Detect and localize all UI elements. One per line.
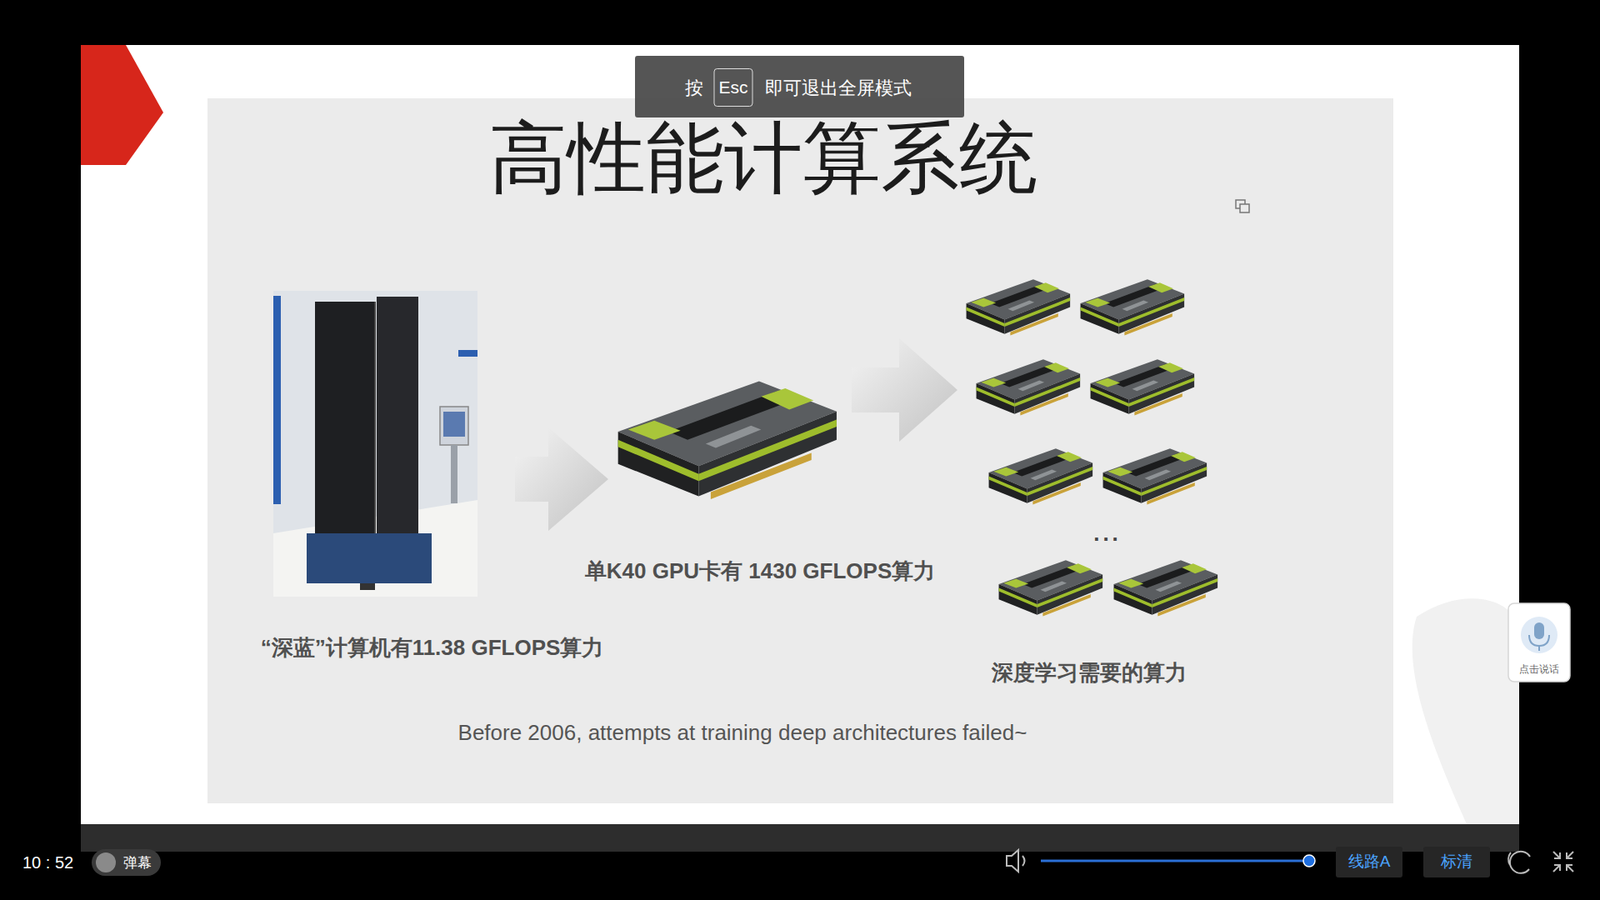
illustration-part [1423,846,1490,878]
illustration-part [1534,622,1545,640]
illustration-part [360,583,375,590]
illustration-part [443,411,465,437]
toast-text: 即可退出全屏模式 [765,75,912,101]
illustration-part [1080,279,1185,335]
illustration-part [635,55,965,118]
slide-title: 高性能计算系统 [489,105,1038,212]
illustration-part [1520,616,1558,654]
block-arrow [851,338,958,442]
illustration-part [306,533,432,584]
illustration-part [1553,851,1574,872]
illustration-part [80,45,164,165]
image-caption: 单K40 GPU卡有 1430 GFLOPS算力 [585,556,935,586]
illustration-part [376,296,419,552]
slide-note: Before 2006, attempts at training deep a… [458,720,1028,746]
illustration-part [450,445,458,504]
ellipsis: ... [1093,520,1122,547]
line-button: 线路A [1348,850,1391,873]
illustration-part [1090,359,1195,415]
illustration-part [1006,850,1019,872]
illustration-part [1508,603,1570,682]
illustration-part [618,381,837,500]
illustration-part [80,824,1520,852]
illustration-part [1538,645,1540,651]
image-caption: “深蓝”计算机有11.38 GFLOPS算力 [260,633,605,663]
illustration-part [95,852,116,873]
illustration-part [1510,851,1530,874]
picture-node: “深蓝”计算机有11.38 GFLOPS算力 [273,290,478,597]
picture-node: 深度学习需要的算力 [959,275,1220,623]
danmaku-toggle: 弹幕 [123,853,152,873]
picture-node: 单K40 GPU卡有 1430 GFLOPS算力 [610,372,842,505]
illustration-part [91,849,161,876]
toast-text: 按 [685,75,704,101]
illustration-part [1240,204,1250,213]
block-arrow [515,427,609,531]
illustration-part [999,560,1104,616]
illustration-part [273,290,478,597]
illustration-part [374,301,376,552]
illustration-part [1103,448,1208,505]
illustration-part [966,279,1071,335]
quality-button: 标清 [1440,850,1473,873]
illustration-part [1040,860,1310,863]
illustration-part [1529,635,1550,646]
illustration-part [1508,852,1511,865]
illustration-part [440,406,469,445]
illustration-part [207,98,1394,804]
illustration-part [1335,846,1403,878]
illustration-part [1412,598,1520,825]
illustration-part [458,350,478,357]
illustration-part [1114,560,1219,616]
illustration-part [989,448,1094,505]
illustration-part [976,359,1081,415]
illustration-part [1303,855,1315,867]
illustration-part [273,295,281,505]
illustration-part [315,301,375,552]
illustration-part [1022,855,1025,866]
key-cap: Esc [713,68,753,107]
mic-hint: 点击说话 [1519,662,1560,677]
time-display: 10 : 52 [22,853,74,873]
illustration-part [80,45,1520,825]
image-caption: 深度学习需要的算力 [991,658,1187,688]
